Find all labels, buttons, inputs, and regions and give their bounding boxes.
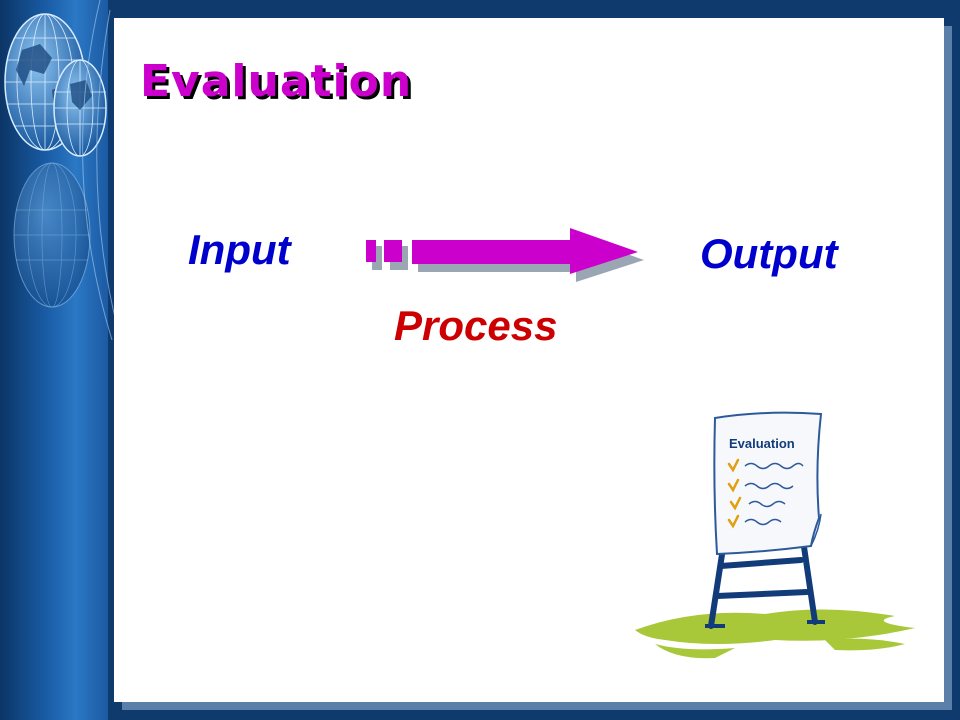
easel-sheet-heading: Evaluation <box>729 436 795 451</box>
slide-panel <box>114 18 944 702</box>
evaluation-easel-clipart: Evaluation <box>635 411 915 659</box>
output-label: Output <box>700 230 838 277</box>
slide-title: Evaluation <box>140 56 413 107</box>
process-arrow <box>366 228 644 282</box>
process-label: Process <box>394 302 558 349</box>
input-label: Input <box>188 226 291 273</box>
globe-decoration <box>4 0 118 340</box>
